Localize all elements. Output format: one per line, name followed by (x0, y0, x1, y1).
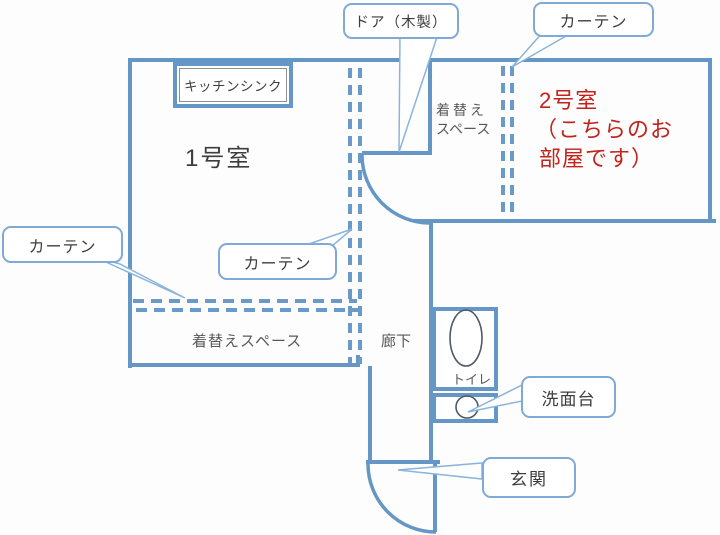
curtain-middle-callout-label: カーテン (243, 255, 312, 273)
door-callout: ドア（木製） (343, 3, 459, 39)
curtain-left-callout-leader (94, 256, 186, 299)
room2-right-wall (708, 58, 712, 223)
curtain-left-callout: カーテン (2, 226, 123, 263)
room1-label: 1号室 (185, 145, 253, 172)
room1-left-wall (128, 58, 132, 368)
door-callout-leader (398, 33, 440, 153)
curtain-dashed-line-corridor-outer (348, 68, 352, 364)
door-jamb-wall (428, 58, 432, 154)
curtain-dashed-line-room2-outer (501, 66, 505, 220)
corridor-right-wall (429, 223, 433, 464)
entrance-callout: 玄関 (482, 457, 576, 498)
entrance-callout-leader (397, 462, 483, 480)
curtain-top-callout: カーテン (533, 2, 654, 37)
room2-label-line3: 部屋です） (539, 146, 655, 171)
kitchen-sink-box: キッチンシンク (173, 62, 293, 108)
curtain-dashed-line-room1-lower (136, 308, 358, 312)
entrance-callout-label: 玄関 (510, 470, 548, 489)
entrance-door-leaf (433, 464, 437, 532)
room2-label-line1: 2号室 (539, 88, 599, 113)
corridor-label: 廊下 (381, 333, 412, 350)
curtain-top-callout-label: カーテン (559, 13, 628, 31)
kitchen-sink-label: キッチンシンク (184, 79, 282, 94)
door-callout-label: ドア（木製） (354, 14, 448, 31)
room2-label: 2号室 （こちらのお 部屋です） (535, 86, 673, 173)
room1-changing-space-label: 着替えスペース (192, 333, 303, 350)
corridor-left-wall (368, 366, 372, 462)
curtain-dashed-line-room2-inner (510, 66, 514, 220)
room2-changing-space-line1: 着替え (436, 102, 487, 118)
curtain-left-callout-label: カーテン (28, 238, 97, 256)
room-door-swing-arc (360, 154, 431, 225)
kitchen-sink-inner-box: キッチンシンク (179, 68, 287, 102)
toilet-label: トイレ (452, 372, 492, 387)
curtain-dashed-line-corridor-inner (358, 68, 362, 364)
washbasin-callout-label: 洗面台 (541, 389, 596, 409)
room2-bottom-wall (414, 219, 716, 223)
room1-bottom-wall (128, 363, 360, 367)
washbasin-box (432, 393, 498, 423)
entrance-top-wall (366, 460, 440, 464)
curtain-dashed-line-room1-upper (133, 299, 357, 303)
curtain-middle-callout: カーテン (218, 243, 337, 280)
room2-changing-space-label: 着替え スペース (436, 101, 490, 139)
washbasin-callout: 洗面台 (521, 376, 616, 418)
room2-changing-space-line2: スペース (436, 121, 491, 137)
entrance-door-swing-arc (366, 463, 437, 534)
room-door-leaf (362, 151, 432, 155)
room2-label-line2: （こちらのお (535, 117, 674, 142)
